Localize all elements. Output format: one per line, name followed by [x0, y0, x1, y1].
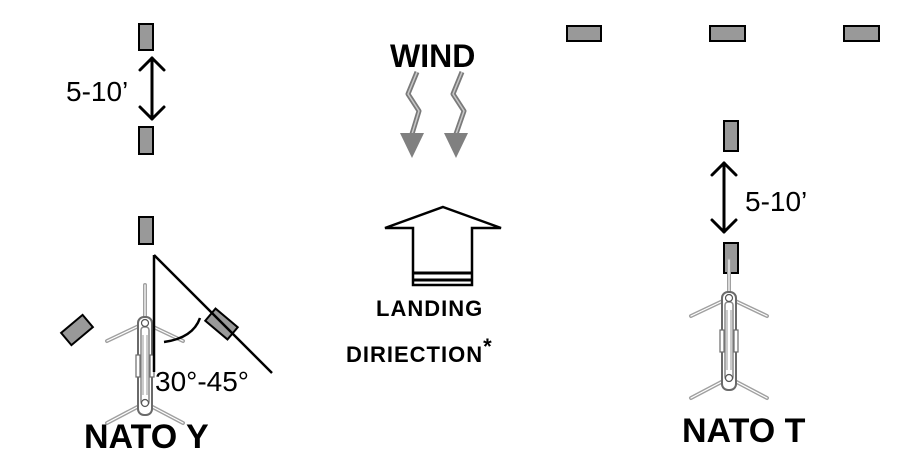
landing-light-icon: [843, 25, 880, 42]
nato-t-spacing-label: 5-10’: [745, 186, 808, 217]
landing-light-icon: [138, 126, 154, 155]
angle-label: 30°-45°: [155, 366, 250, 397]
landing-label-line1: LANDING: [376, 296, 484, 321]
nato-t-title: NATO T: [682, 412, 806, 450]
helicopter-icon: [689, 258, 769, 400]
landing-light-icon: [566, 25, 602, 42]
landing-light-icon: [138, 216, 154, 245]
nato-y-group: [59, 23, 273, 425]
landing-light-icon: [59, 313, 95, 347]
angle-guide-lines: [152, 254, 273, 374]
landing-direction-arrow-icon: [384, 205, 502, 287]
landing-light-icon: [723, 120, 739, 152]
double-arrow-icon: [138, 56, 166, 121]
double-arrow-icon: [710, 161, 738, 234]
nato-t-group: [566, 25, 880, 400]
wind-arrows: [400, 71, 468, 158]
nato-y-title: NATO Y: [84, 418, 209, 456]
landing-direction-text: DIRIECTION: [346, 342, 484, 367]
wind-arrow-icon: [400, 71, 424, 158]
wind-arrow-icon: [444, 71, 468, 158]
landing-label-line2: DIRIECTION*: [346, 336, 493, 367]
footnote-asterisk: *: [483, 334, 493, 359]
helicopter-icon: [105, 283, 185, 425]
landing-light-icon: [709, 25, 746, 42]
landing-light-icon: [138, 23, 154, 51]
nato-y-spacing-label: 5-10’: [66, 76, 129, 107]
wind-label: WIND: [390, 38, 476, 74]
